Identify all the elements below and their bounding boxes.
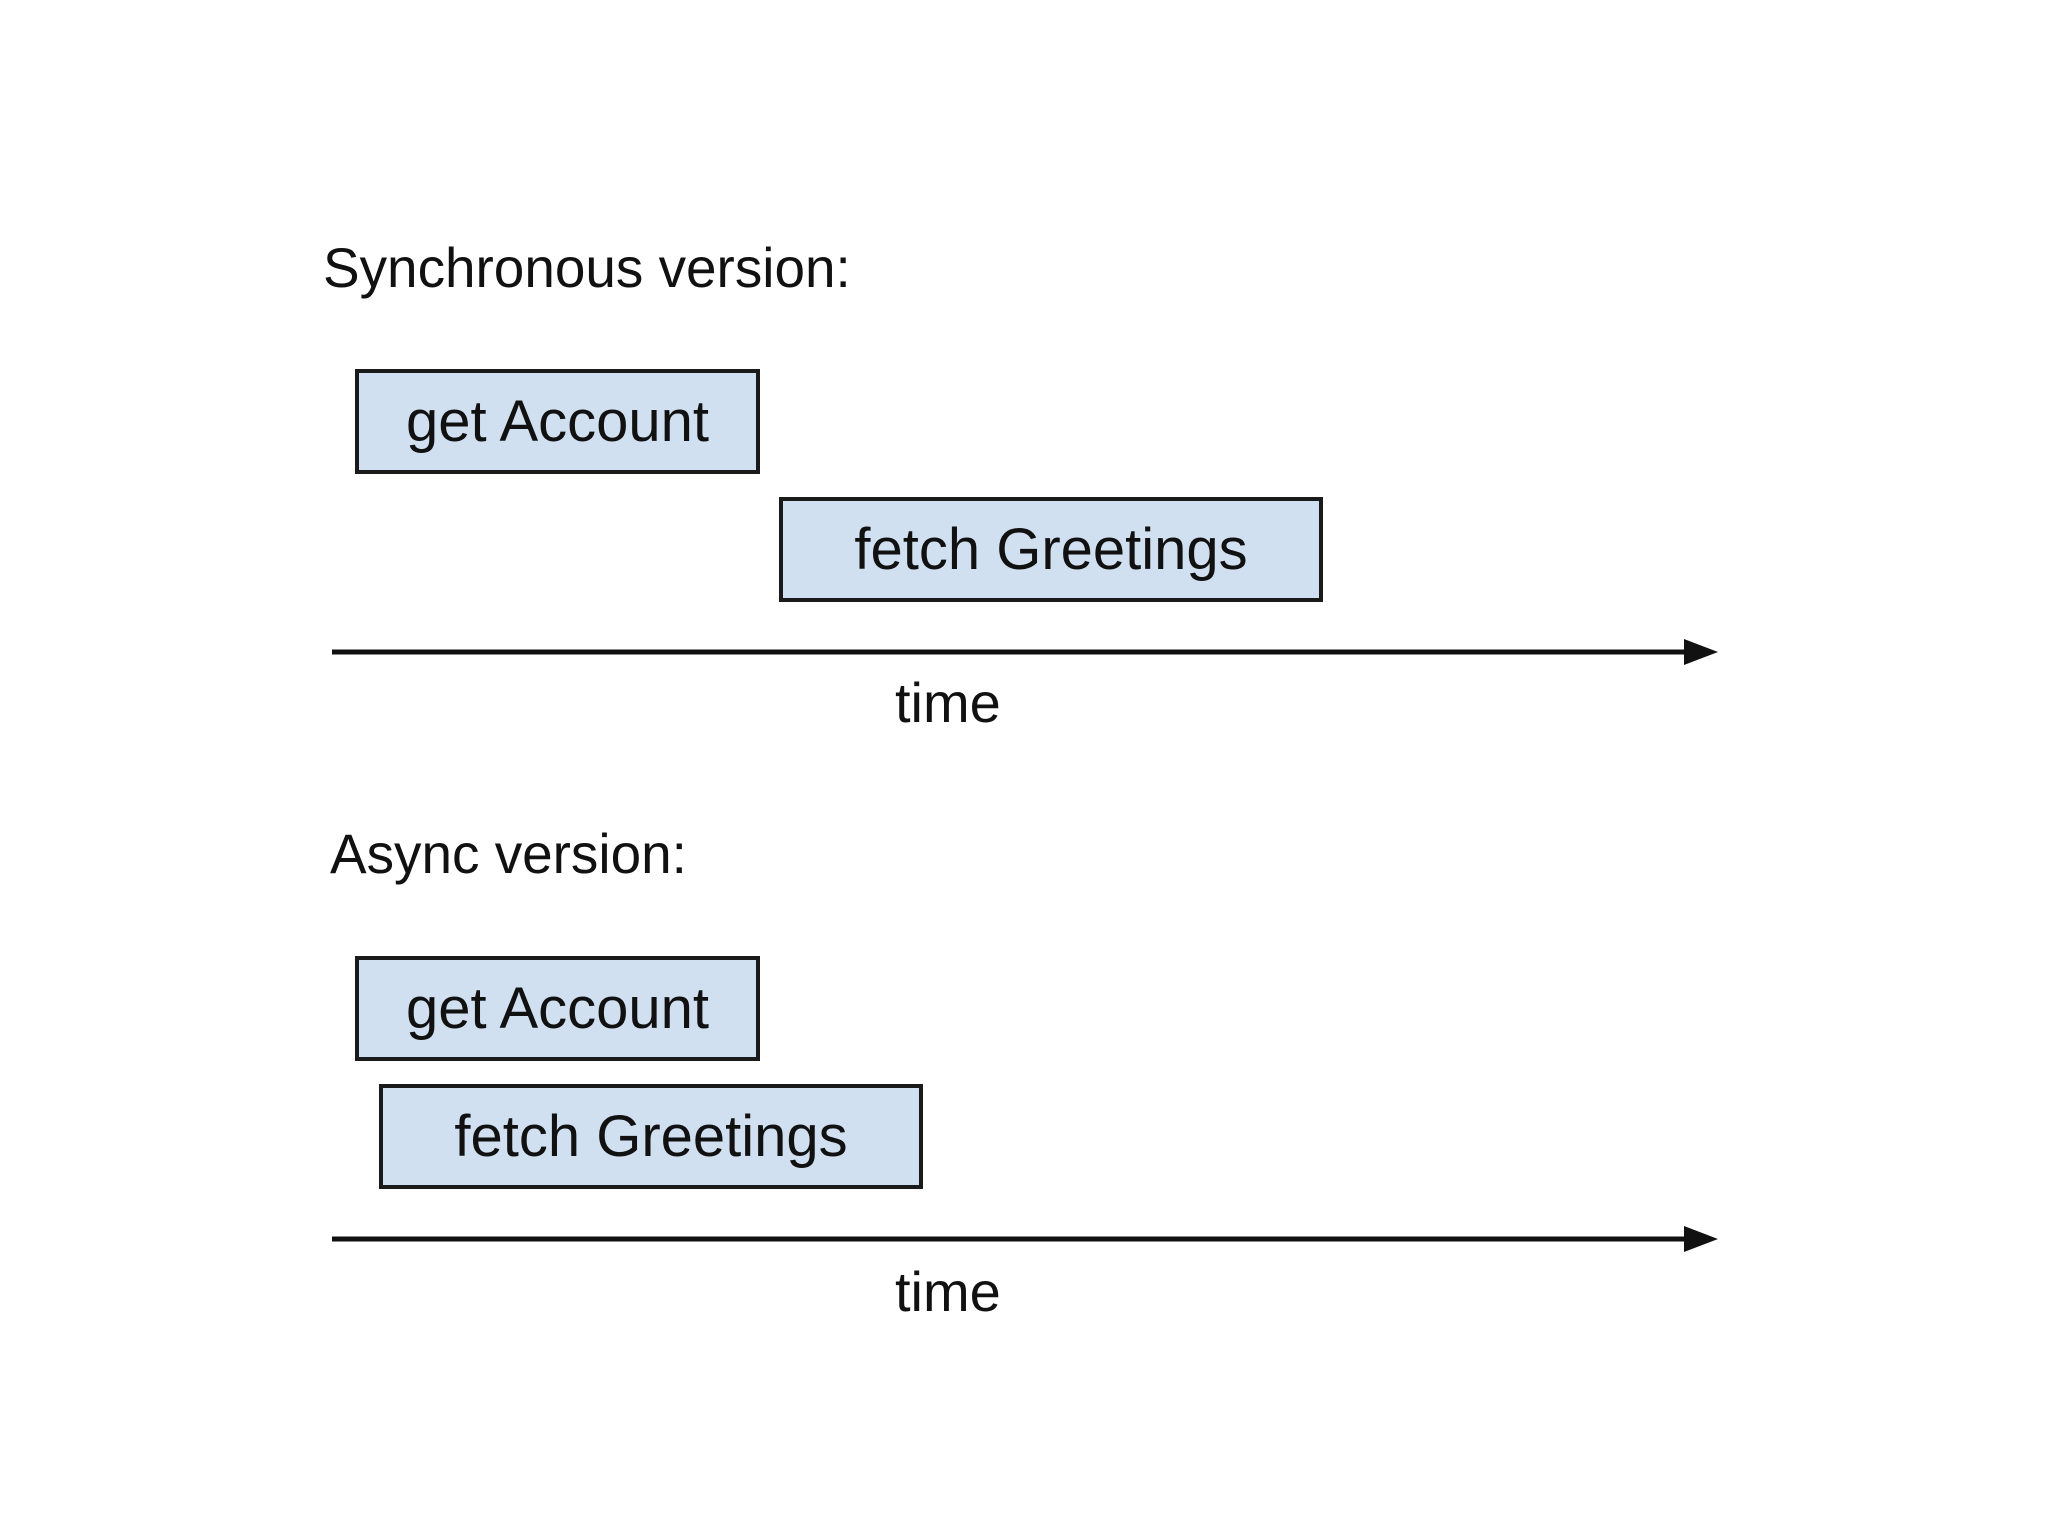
async-section-title: Async version:	[330, 822, 687, 885]
sync-fetch-greetings-box: fetch Greetings	[779, 497, 1323, 602]
async-time-axis-arrow	[332, 1223, 1718, 1255]
sync-get-account-box: get Account	[355, 369, 760, 474]
async-get-account-box: get Account	[355, 956, 760, 1061]
async-get-account-label: get Account	[405, 975, 710, 1041]
sync-time-axis-arrow	[332, 636, 1718, 668]
sync-section-title: Synchronous version:	[323, 236, 851, 299]
async-fetch-greetings-box: fetch Greetings	[379, 1084, 923, 1189]
sync-fetch-greetings-label: fetch Greetings	[854, 516, 1248, 582]
async-fetch-greetings-label: fetch Greetings	[454, 1103, 848, 1169]
sync-time-axis-label: time	[895, 671, 1001, 734]
sync-get-account-label: get Account	[405, 388, 710, 454]
async-time-axis-label: time	[895, 1260, 1001, 1323]
